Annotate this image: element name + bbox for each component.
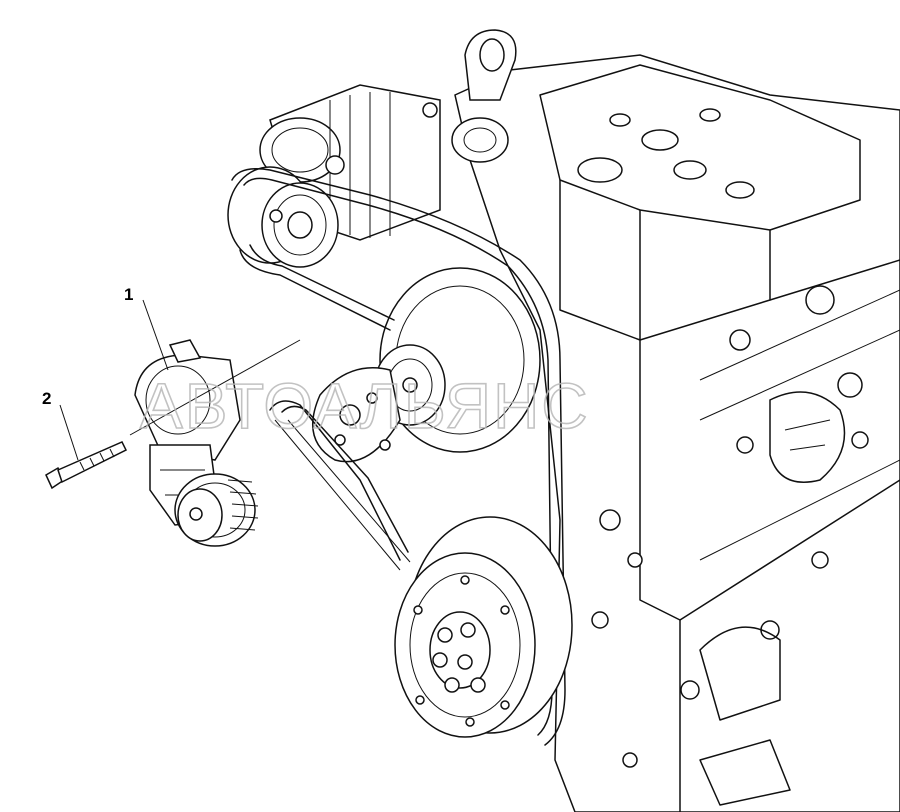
callout-1-leader xyxy=(142,299,169,371)
crankshaft-damper xyxy=(394,516,573,738)
callout-2-leader xyxy=(59,404,79,461)
bolt-axis-line xyxy=(129,339,301,436)
callout-2-label: 2 xyxy=(42,389,51,408)
tensioner-bolt xyxy=(45,441,128,490)
fan-pulley xyxy=(312,267,541,463)
idler-pulley xyxy=(227,166,339,268)
belt-tensioner xyxy=(134,339,259,547)
watermark-text: АВТОАЛЬЯНС xyxy=(140,370,590,442)
callout-1-label: 1 xyxy=(124,285,133,304)
